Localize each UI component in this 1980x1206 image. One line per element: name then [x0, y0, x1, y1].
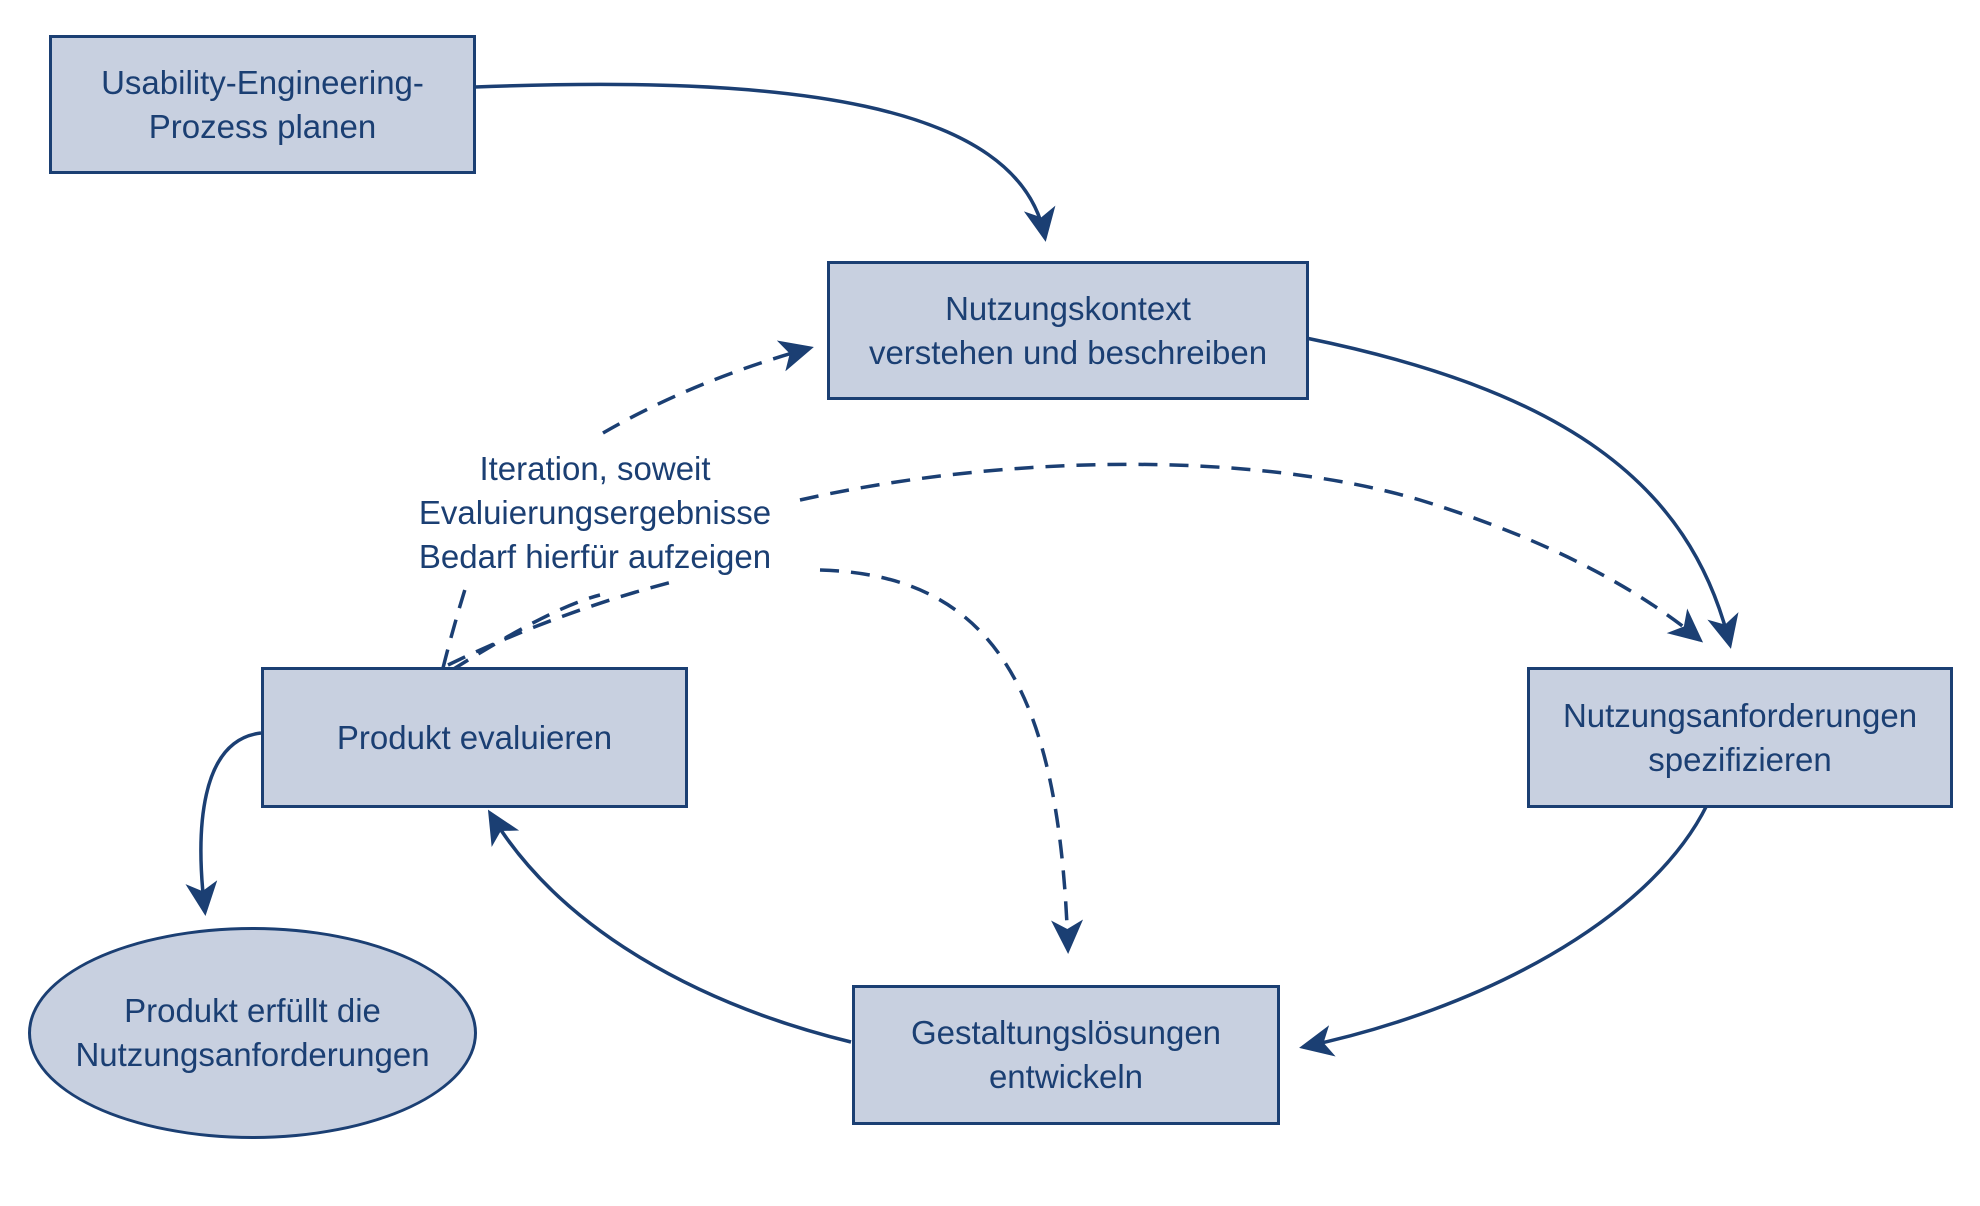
- edge-dashed-evaluate-to-requirements: [799, 462, 1704, 643]
- edge-plan-to-context: [474, 82, 1056, 242]
- node-context: Nutzungskontext verstehen und beschreibe…: [827, 261, 1309, 400]
- node-design-solutions: Gestaltungslösungen entwickeln: [852, 985, 1280, 1125]
- iteration-note: Iteration, soweit Evaluierungsergebnisse…: [395, 447, 795, 579]
- node-requirements: Nutzungsanforderungen spezifizieren: [1527, 667, 1953, 808]
- node-evaluate: Produkt evaluieren: [261, 667, 688, 808]
- node-evaluate-label: Produkt evaluieren: [336, 718, 613, 756]
- edge-context-to-requirements: [1305, 336, 1739, 649]
- edge-dashed-evaluate-to-design-lower: [451, 593, 601, 672]
- edge-evaluate-to-fulfilled: [185, 731, 262, 916]
- edge-requirements-to-design: [1299, 804, 1709, 1057]
- node-context-label: Nutzungskontext verstehen und beschreibe…: [868, 289, 1268, 371]
- node-product-fulfills: Produkt erfüllt die Nutzungsanforderunge…: [28, 927, 477, 1139]
- edge-dashed-evaluate-to-context: [602, 340, 814, 435]
- edge-dashed-evaluate-to-context-lower: [441, 585, 468, 669]
- node-plan-process-label: Usability-Engineering- Prozess planen: [101, 63, 424, 145]
- edge-dashed-evaluate-to-design: [819, 568, 1084, 954]
- node-design-solutions-label: Gestaltungslösungen entwickeln: [910, 1014, 1222, 1095]
- edge-design-to-evaluate: [487, 809, 852, 1044]
- node-product-fulfills-label: Produkt erfüllt die Nutzungsanforderunge…: [75, 992, 430, 1073]
- node-plan-process: Usability-Engineering- Prozess planen: [49, 35, 476, 174]
- node-requirements-label: Nutzungsanforderungen spezifizieren: [1562, 696, 1918, 778]
